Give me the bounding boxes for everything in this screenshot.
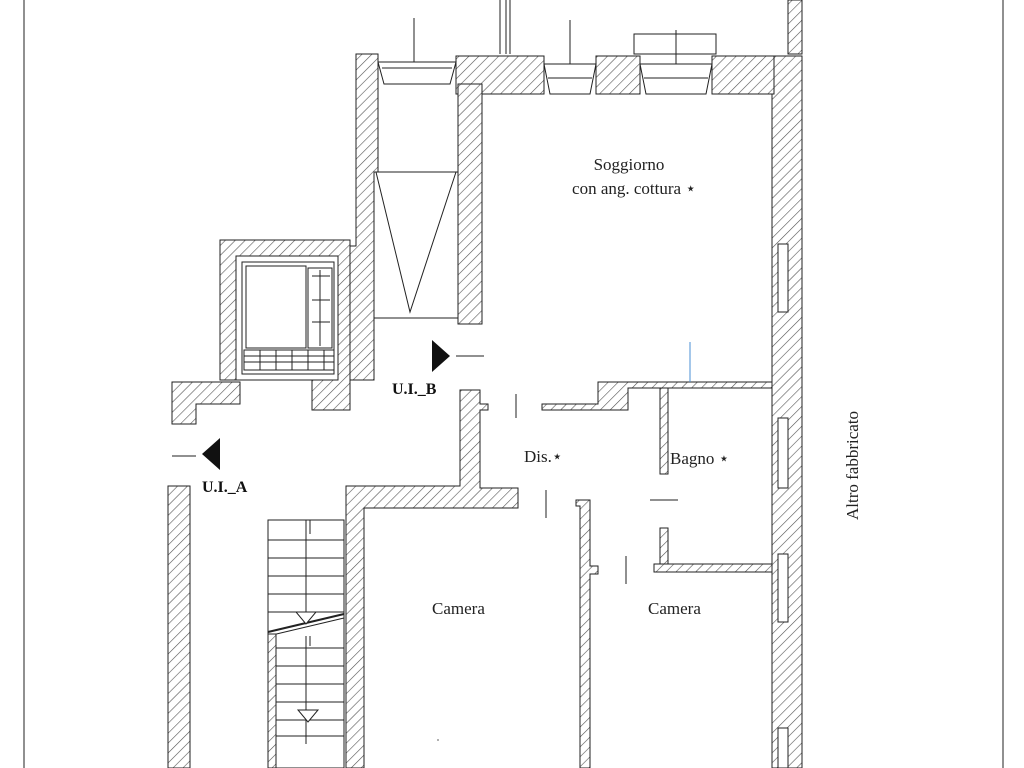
room-label-camera-left: Camera (432, 599, 485, 618)
unit-label-b: U.I._B (392, 381, 437, 398)
lift-icon (241, 261, 335, 375)
star-icon: ⋆ (718, 449, 730, 468)
wall-camera-left (345, 389, 519, 768)
wall-soggiorno-west (457, 83, 483, 325)
right-boundary-wall (771, 0, 803, 768)
floor-dot (437, 739, 439, 741)
stair-inner-wall (267, 633, 277, 768)
room-label-bagno: Bagno ⋆ (670, 450, 729, 467)
room-label-bagno-text: Bagno (670, 449, 715, 468)
door-marks (515, 394, 678, 584)
lift-shaft (219, 239, 351, 411)
room-label-dis-text: Dis. (524, 447, 552, 466)
room-label-camera-right: Camera (648, 599, 701, 618)
entrance-arrow-icon (432, 340, 450, 372)
adjacent-building-label: Altro fabbricato (843, 410, 862, 520)
room-label-soggiorno-sub: con ang. cottura ⋆ (572, 180, 696, 197)
top-fragments (413, 0, 717, 70)
top-wall (377, 55, 775, 95)
wall-bagno-south (653, 563, 773, 573)
wall-soggiorno-south (541, 381, 773, 411)
wall-between-cameras (575, 499, 599, 768)
entrance-arrow-icon (202, 438, 220, 470)
room-label-soggiorno-line1: Soggiorno (593, 155, 665, 174)
wall-bagno-west-lower (659, 527, 669, 569)
landing-wall-top (171, 381, 241, 425)
wall-bagno-west (659, 387, 669, 475)
star-icon: ⋆ (685, 179, 696, 198)
stairs-icon (267, 519, 345, 768)
unit-label-a: U.I._A (202, 479, 248, 496)
room-label-soggiorno: Soggiorno (594, 156, 665, 173)
room-label-soggiorno-line2: con ang. cottura (572, 179, 682, 198)
landing-wall-left (167, 485, 191, 768)
star-icon: ⋆ (551, 447, 563, 466)
shaft-walls (345, 53, 459, 381)
room-label-disimpegno: Dis.⋆ (524, 448, 563, 465)
